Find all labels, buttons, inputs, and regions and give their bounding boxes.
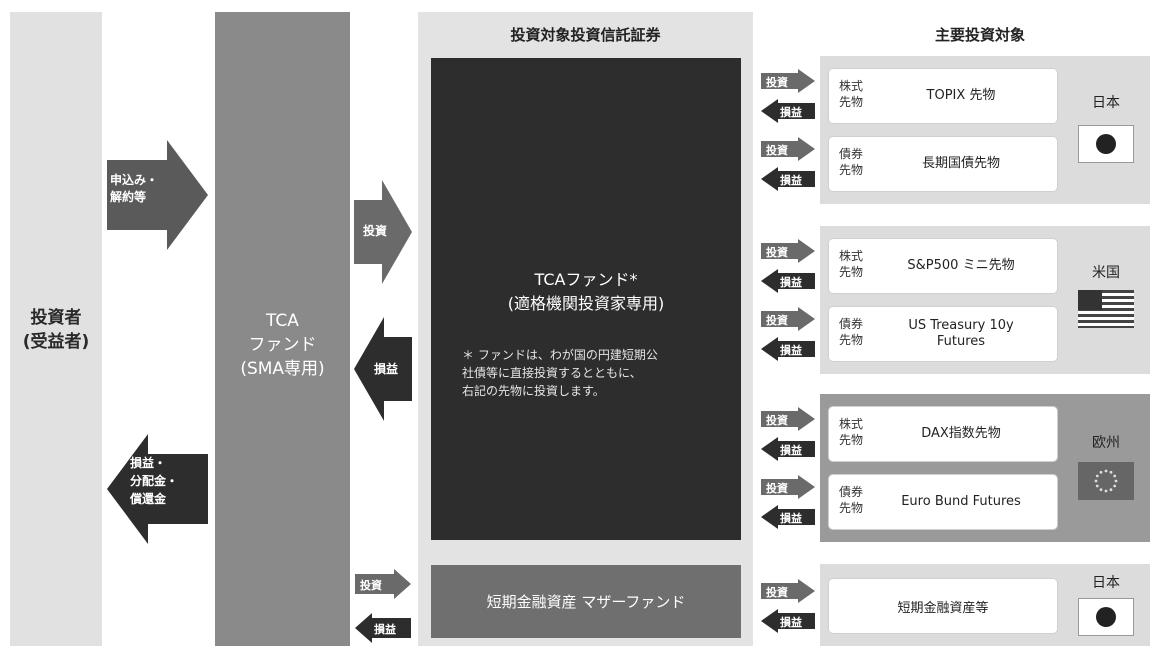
returns-label: 損益・ 分配金・ 償還金 [130,456,179,506]
invest-arrow-small: 投資 [761,69,815,93]
invest-arrow-mother-label: 投資 [360,578,382,592]
target-item-name: DAX指数先物 [921,426,1001,441]
invest-arrow-small-label: 投資 [766,143,788,157]
invest-arrow-small: 投資 [761,407,815,431]
pnl-arrow-small: 損益 [761,609,815,633]
japan-flag-icon [1078,598,1134,636]
tca-fund-box-title: TCAファンド* (適格機関投資家専用) [507,270,665,313]
invest-arrow-mother: 投資 [355,569,411,599]
target-item: 債券 先物 US Treasury 10y Futures [828,306,1058,362]
pnl-arrow-small-label: 損益 [780,105,802,119]
target-item: 債券 先物 長期国債先物 [828,136,1058,192]
invest-arrow-small-label: 投資 [766,413,788,427]
target-item: 株式 先物 DAX指数先物 [828,406,1058,462]
invest-arrow-small: 投資 [761,137,815,161]
subscription-arrow [107,140,208,250]
target-item-category: 債券 先物 [839,147,864,177]
pnl-arrow-small: 損益 [761,437,815,461]
country-label: 日本 [1092,95,1120,111]
investor-label: 投資者 (受益者) [22,308,90,352]
pnl-arrow-main [354,317,412,421]
pnl-arrow-small: 損益 [761,167,815,191]
eu-flag-icon [1078,462,1134,500]
pnl-arrow-small-label: 損益 [780,443,802,457]
invest-arrow-small: 投資 [761,579,815,603]
target-item-category: 株式 先物 [839,249,864,279]
invest-arrow-small-label: 投資 [766,481,788,495]
target-item: 株式 先物 TOPIX 先物 [828,68,1058,124]
invest-arrow-small-label: 投資 [766,245,788,259]
target-item-category: 債券 先物 [839,485,864,515]
target-item-name: TOPIX 先物 [926,88,996,103]
target-item: 短期金融資産等 [828,578,1058,634]
invest-arrow-small: 投資 [761,475,815,499]
tca-fund-box [431,58,741,540]
pnl-arrow-small-label: 損益 [780,511,802,525]
target-item-category: 株式 先物 [839,79,864,109]
pnl-arrow-mother-label: 損益 [374,622,396,636]
target-item-name: S&P500 ミニ先物 [907,258,1015,273]
target-item-category: 株式 先物 [839,417,864,447]
tca-fund-box-note: ＊ ファンドは、わが国の円建短期公 社債等に直接投資するとともに、 右記の先物に… [462,348,658,398]
returns-arrow [107,434,208,544]
country-label: 欧州 [1092,435,1120,451]
country-label: 日本 [1092,575,1120,591]
invest-label-main: 投資 [362,224,387,238]
pnl-arrow-small-label: 損益 [780,173,802,187]
pnl-arrow-mother: 損益 [355,613,411,643]
invest-arrow-small: 投資 [761,239,815,263]
pnl-arrow-small: 損益 [761,337,815,361]
japan-flag-icon [1078,125,1134,163]
target-item-category: 債券 先物 [839,317,864,347]
pnl-arrow-small-label: 損益 [780,343,802,357]
pnl-arrow-small-label: 損益 [780,615,802,629]
subscription-label: 申込み・ 解約等 [110,173,159,204]
country-label: 米国 [1092,265,1120,281]
invest-arrow-small-label: 投資 [766,75,788,89]
target-item-name: 短期金融資産等 [897,600,989,616]
pnl-arrow-small: 損益 [761,505,815,529]
invest-arrow-main [354,180,412,284]
invest-arrow-small-label: 投資 [766,313,788,327]
invest-arrow-small: 投資 [761,307,815,331]
tca-fund-label: TCA ファンド (SMA専用) [240,311,325,379]
mother-fund-box: 短期金融資産 マザーファンド [431,565,741,638]
us-flag-icon [1078,290,1134,328]
targets-title: 主要投資対象 [934,25,1025,44]
tca-fund-column [215,12,350,646]
trust-title: 投資対象投資信託証券 [510,25,661,44]
pnl-arrow-small: 損益 [761,269,815,293]
invest-arrow-small-label: 投資 [766,585,788,599]
target-item: 株式 先物 S&P500 ミニ先物 [828,238,1058,294]
target-item-name: Euro Bund Futures [901,494,1021,509]
investor-column [10,12,102,646]
pnl-arrow-small-label: 損益 [780,275,802,289]
target-item-name: 長期国債先物 [921,156,1000,171]
target-item-name: US Treasury 10y Futures [908,318,1014,349]
pnl-arrow-small: 損益 [761,99,815,123]
target-item: 債券 先物 Euro Bund Futures [828,474,1058,530]
pnl-label-main: 損益 [373,362,398,376]
